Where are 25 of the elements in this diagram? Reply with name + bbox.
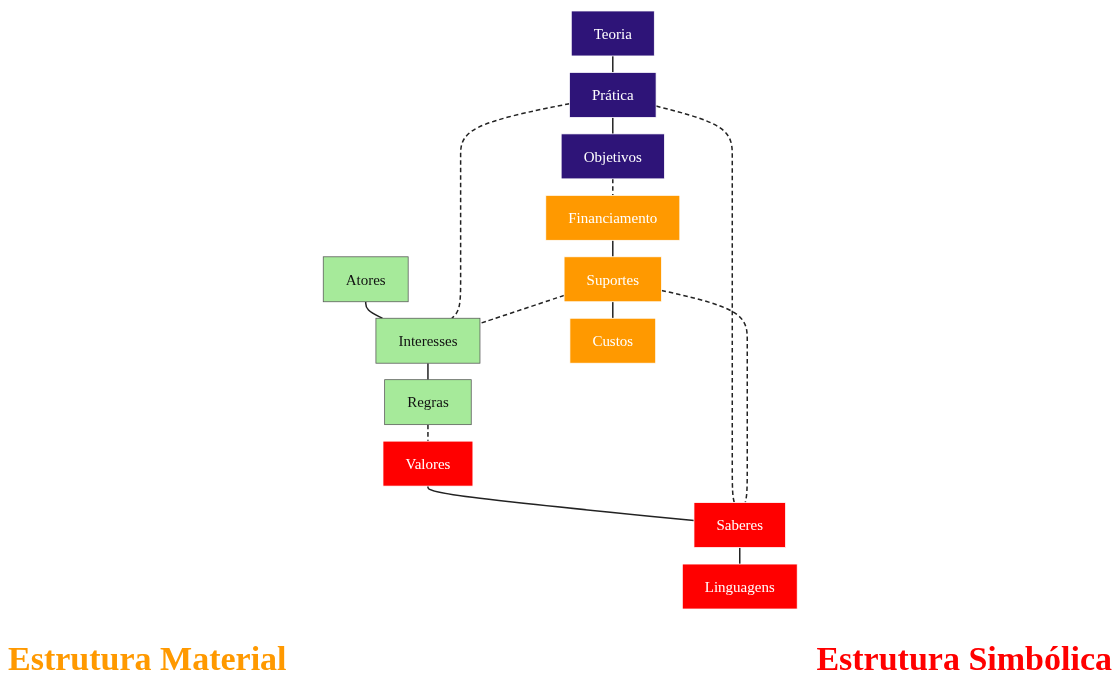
connector xyxy=(450,102,570,319)
connector xyxy=(611,116,614,135)
connector xyxy=(364,301,383,319)
connector xyxy=(738,546,741,565)
node-box: Valores xyxy=(382,440,474,487)
node-box: Custos xyxy=(569,317,656,364)
node-box: Suportes xyxy=(563,256,662,303)
section-caption: Estrutura Simbólica xyxy=(816,640,1112,678)
node-box: Linguagens xyxy=(681,563,798,610)
node-box: Interesses xyxy=(375,317,481,364)
node-box: Financiamento xyxy=(545,194,680,241)
node-box: Saberes xyxy=(693,502,786,548)
connector xyxy=(426,485,695,522)
connector xyxy=(611,239,614,258)
node-box: Objetivos xyxy=(560,133,665,180)
connector xyxy=(611,55,614,74)
node-box: Regras xyxy=(384,379,472,426)
node-box: Prática xyxy=(568,72,657,118)
connector xyxy=(611,301,614,319)
node-box: Atores xyxy=(322,256,409,303)
connector xyxy=(479,294,565,325)
section-caption: Estrutura Material xyxy=(8,640,287,678)
connector xyxy=(655,105,735,504)
connector xyxy=(426,362,429,381)
node-box: Teoria xyxy=(570,10,655,57)
